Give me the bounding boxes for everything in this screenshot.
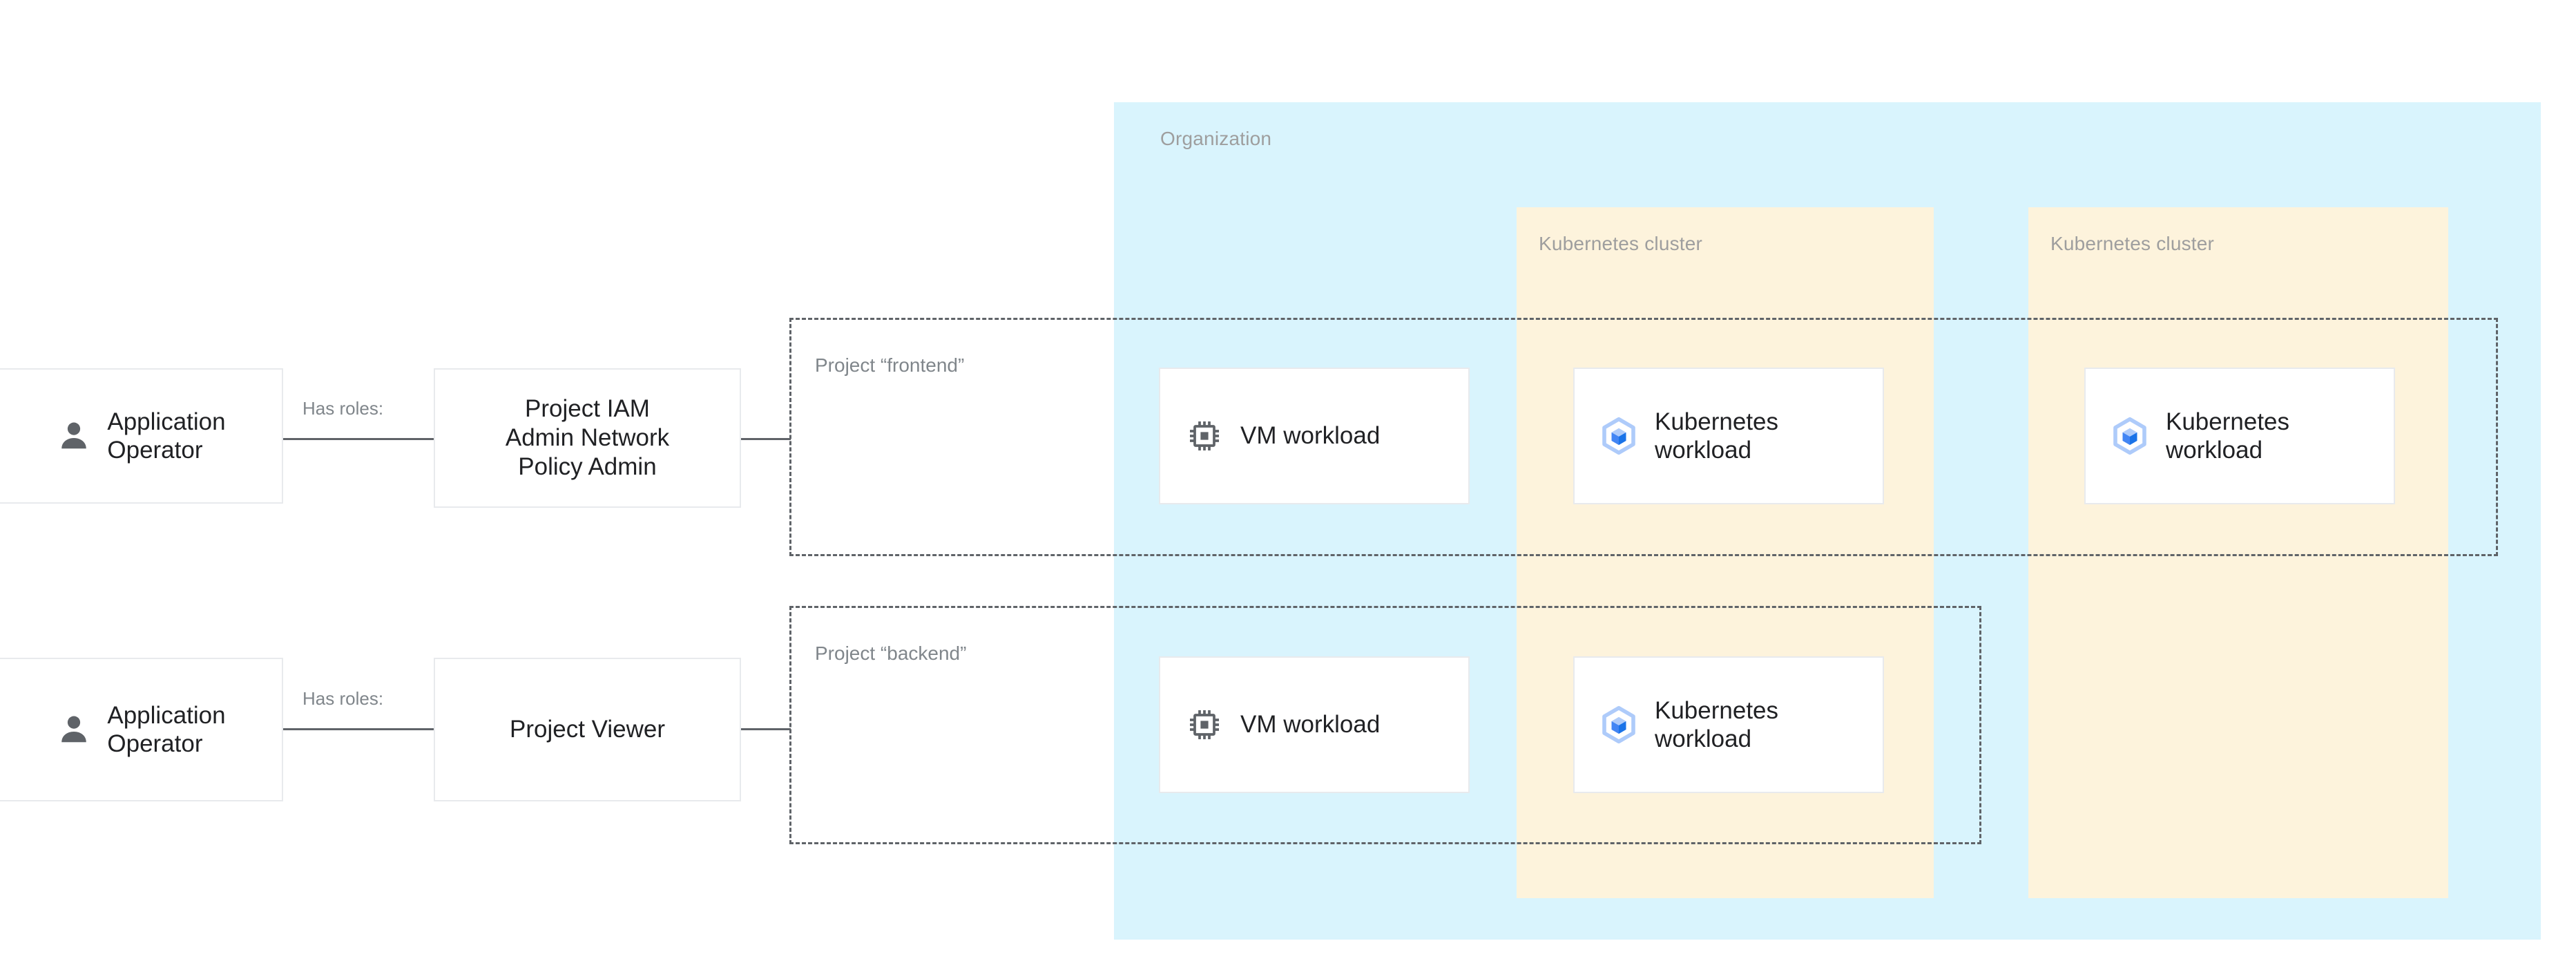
connector-operator1-to-role1	[283, 438, 434, 440]
kubernetes-cube-icon	[1599, 417, 1638, 455]
project-frontend-boundary: Project “frontend”	[789, 318, 2498, 556]
kubernetes-cluster-2-container: Kubernetes cluster	[2028, 207, 2448, 898]
kubernetes-cluster-1-label: Kubernetes cluster	[1539, 233, 1703, 254]
role-label: Project Viewer	[509, 716, 665, 743]
person-icon	[56, 712, 92, 748]
connector-label-has-roles-2: Has roles:	[302, 688, 384, 709]
vm-chip-icon	[1185, 705, 1224, 744]
workload-card-frontend-vm[interactable]: VM workload	[1159, 368, 1470, 504]
connector-role1-to-project-frontend	[741, 438, 791, 440]
role-box-project-iam-admin[interactable]: Project IAM Admin Network Policy Admin	[434, 368, 741, 508]
workload-card-backend-k8s[interactable]: Kubernetes workload	[1573, 656, 1884, 793]
vm-chip-icon	[1185, 417, 1224, 455]
workload-card-label: Kubernetes workload	[1655, 408, 1779, 464]
workload-card-label: Kubernetes workload	[2166, 408, 2290, 464]
project-frontend-label: Project “frontend”	[815, 354, 965, 376]
workload-card-frontend-k8s-1[interactable]: Kubernetes workload	[1573, 368, 1884, 504]
workload-card-backend-vm[interactable]: VM workload	[1159, 656, 1470, 793]
workload-card-frontend-k8s-2[interactable]: Kubernetes workload	[2084, 368, 2395, 504]
organization-label: Organization	[1160, 128, 1272, 149]
kubernetes-cube-icon	[1599, 705, 1638, 744]
project-backend-boundary: Project “backend”	[789, 606, 1981, 844]
connector-role2-to-project-backend	[741, 728, 791, 730]
actor-label: Application Operator	[107, 701, 226, 757]
connector-label-has-roles-1: Has roles:	[302, 398, 384, 419]
actor-box-application-operator-2[interactable]: Application Operator	[0, 658, 283, 801]
workload-card-label: Kubernetes workload	[1655, 696, 1779, 752]
actor-box-application-operator-1[interactable]: Application Operator	[0, 368, 283, 504]
connector-operator2-to-role2	[283, 728, 434, 730]
kubernetes-cluster-2-label: Kubernetes cluster	[2050, 233, 2215, 254]
project-backend-label: Project “backend”	[815, 643, 967, 664]
kubernetes-cube-icon	[2111, 417, 2149, 455]
actor-label: Application Operator	[107, 408, 226, 464]
role-label: Project IAM Admin Network Policy Admin	[505, 395, 670, 480]
workload-card-label: VM workload	[1240, 711, 1381, 739]
role-box-project-viewer[interactable]: Project Viewer	[434, 658, 741, 801]
person-icon	[56, 418, 92, 454]
workload-card-label: VM workload	[1240, 422, 1381, 450]
